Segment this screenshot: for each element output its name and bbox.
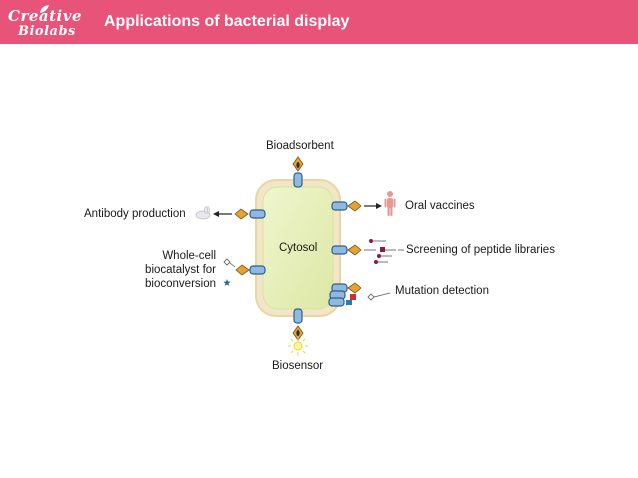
- passenger-protein-left-bottom: [235, 264, 250, 276]
- anchor-protein-right-middle: [331, 245, 348, 255]
- label-biocatalyst-for: biocatalyst for: [145, 264, 216, 276]
- passenger-protein-right-middle: [347, 244, 362, 256]
- substrate-diamond: [223, 258, 231, 266]
- anchor-protein-right-bottom-3: [328, 297, 345, 307]
- label-biosensor: Biosensor: [272, 360, 324, 372]
- passenger-protein-right-top: [347, 200, 362, 212]
- probe-diamond: [367, 293, 375, 301]
- mutation-red-icon: [350, 294, 356, 300]
- label-whole-cell: Whole-cell: [162, 250, 216, 262]
- label-mutation-detection: Mutation detection: [395, 285, 489, 297]
- passenger-protein-left-top: [234, 208, 249, 220]
- label-antibody-production: Antibody production: [84, 208, 186, 220]
- anchor-protein-left-bottom: [249, 265, 266, 275]
- passenger-protein-right-bottom: [347, 282, 362, 294]
- human-figure-icon: [384, 191, 396, 216]
- logo-text-bottom: Biolabs: [18, 24, 76, 39]
- label-cytosol: Cytosol: [279, 242, 318, 254]
- peptide-library-icon: [364, 239, 396, 264]
- anchor-protein-left-top: [249, 209, 266, 219]
- label-oral-vaccines: Oral vaccines: [405, 200, 475, 212]
- label-bioconversion: bioconversion: [145, 278, 216, 290]
- anchor-protein-bottom: [293, 308, 303, 324]
- logo-text-top: Creative: [8, 7, 82, 25]
- label-bioadsorbent: Bioadsorbent: [266, 140, 334, 152]
- header-bar: Creative Biolabs Applications of bacteri…: [0, 0, 638, 44]
- anchor-protein-top: [293, 172, 303, 188]
- light-signal-icon: [288, 337, 308, 356]
- anchor-protein-right-top: [331, 201, 348, 211]
- slide-title: Applications of bacterial display: [104, 13, 350, 30]
- leaf-icon: [40, 5, 49, 13]
- label-screening-peptide-libraries: Screening of peptide libraries: [406, 244, 555, 256]
- rabbit-icon: [195, 206, 211, 220]
- mutation-blue-icon: [346, 300, 352, 305]
- creative-biolabs-logo: Creative Biolabs: [6, 4, 94, 42]
- product-star: [223, 279, 231, 286]
